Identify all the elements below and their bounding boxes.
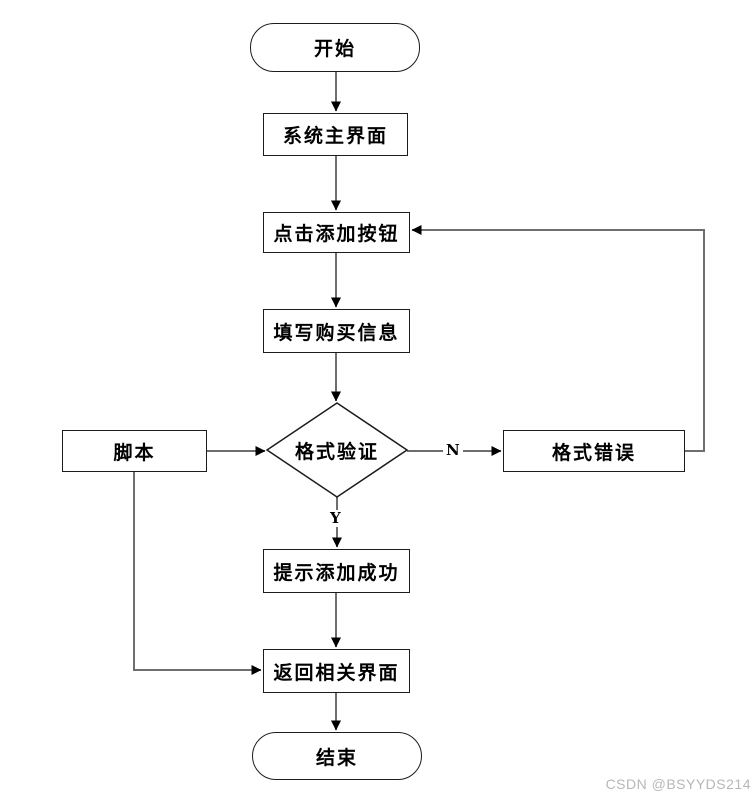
node-format-error-label: 格式错误 — [551, 441, 636, 464]
edge-label-no: N — [443, 442, 463, 459]
node-main-interface: 系统主界面 — [263, 113, 408, 156]
node-click-add-label: 点击添加按钮 — [273, 223, 400, 245]
node-end-label: 结束 — [315, 746, 358, 769]
node-return-ui-label: 返回相关界面 — [273, 661, 400, 684]
node-format-check-label: 格式验证 — [294, 440, 379, 463]
node-format-check-shape — [265, 402, 409, 498]
edge-script-to-return — [133, 472, 262, 675]
node-fill-info: 填写购买信息 — [263, 309, 410, 353]
node-script: 脚本 — [62, 430, 207, 472]
node-start: 开始 — [250, 23, 420, 72]
node-fill-info-label: 填写购买信息 — [273, 321, 400, 344]
edge-error-to-click-loop — [411, 225, 705, 452]
node-success-tip-label: 提示添加成功 — [273, 561, 400, 584]
edge-label-yes: Y — [327, 510, 344, 527]
watermark-text: CSDN @BSYYDS214 — [605, 776, 751, 792]
node-script-label: 脚本 — [113, 441, 156, 464]
node-return-ui: 返回相关界面 — [263, 649, 410, 693]
node-main-interface-label: 系统主界面 — [282, 125, 388, 147]
node-success-tip: 提示添加成功 — [263, 549, 410, 593]
node-start-label: 开始 — [313, 38, 356, 60]
node-end: 结束 — [252, 732, 422, 780]
node-format-check: 格式验证 — [267, 436, 407, 464]
node-format-error: 格式错误 — [503, 430, 685, 472]
node-click-add: 点击添加按钮 — [263, 212, 410, 253]
